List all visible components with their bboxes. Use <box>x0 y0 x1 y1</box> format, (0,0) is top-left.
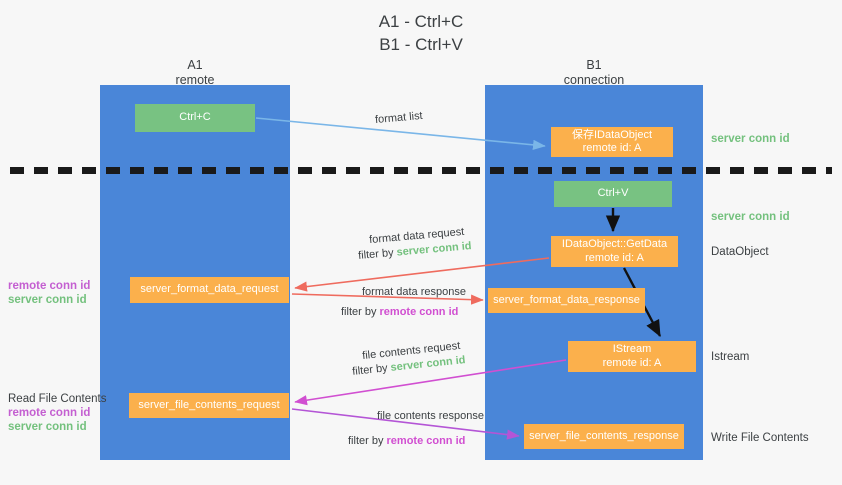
arrow-label-format-data-response: format data response <box>362 286 466 298</box>
dashed-divider <box>10 167 832 174</box>
right-label-server-conn-id-2: server conn id <box>711 211 790 223</box>
filter-prefix: filter by <box>341 306 380 318</box>
filter-prefix: filter by <box>348 435 387 447</box>
arrow-file-contents-response <box>291 408 520 440</box>
left-label-server-conn-id-2: server conn id <box>8 421 87 433</box>
right-label-istream: Istream <box>711 351 750 363</box>
arrow-label-file-contents-response: file contents response <box>377 410 485 422</box>
box-server-format-data-response[interactable]: server_format_data_response <box>488 288 645 313</box>
right-label-server-conn-id-1: server conn id <box>711 133 790 145</box>
right-label-dataobject: DataObject <box>711 246 769 258</box>
left-label-read-file-contents-group: Read File Contents remote conn id server… <box>8 392 106 434</box>
box-server-file-contents-response[interactable]: server_file_contents_response <box>524 424 684 449</box>
box-istream[interactable]: IStream remote id: A <box>568 341 696 372</box>
arrow-format-data-request <box>294 257 550 292</box>
left-label-remote-conn-id-1: remote conn id <box>8 280 91 292</box>
left-label-server-conn-id-1: server conn id <box>8 294 87 306</box>
left-label-conn-ids-top: remote conn id server conn id <box>8 279 90 307</box>
arrow-file-contents-request <box>294 359 567 406</box>
box-ctrl-c[interactable]: Ctrl+C <box>135 104 255 132</box>
arrow-format-list <box>255 117 546 150</box>
box-server-file-contents-request[interactable]: server_file_contents_request <box>129 393 289 418</box>
arrow-label-format-data-response-filter: filter by remote conn id <box>341 305 458 319</box>
arrow-label-file-contents-response-filter: filter by remote conn id <box>348 434 465 448</box>
column-header-a1: A1 remote <box>175 58 215 87</box>
box-ctrl-v[interactable]: Ctrl+V <box>554 181 672 207</box>
filter-value: remote conn id <box>379 306 459 318</box>
column-header-b1: B1 connection <box>563 58 625 87</box>
filter-prefix: filter by <box>357 246 398 262</box>
right-label-write-file-contents: Write File Contents <box>711 432 809 444</box>
box-idataobject-getdata[interactable]: IDataObject::GetData remote id: A <box>551 236 678 267</box>
left-label-remote-conn-id-2: remote conn id <box>8 407 91 419</box>
filter-value: remote conn id <box>386 435 466 447</box>
diagram-title: A1 - Ctrl+C B1 - Ctrl+V <box>378 12 464 54</box>
left-label-read-file-contents: Read File Contents <box>8 393 107 405</box>
box-server-format-data-request[interactable]: server_format_data_request <box>130 277 289 303</box>
box-save-idataobject[interactable]: 保存IDataObject remote id: A <box>551 127 673 157</box>
arrow-format-data-response <box>291 293 484 305</box>
